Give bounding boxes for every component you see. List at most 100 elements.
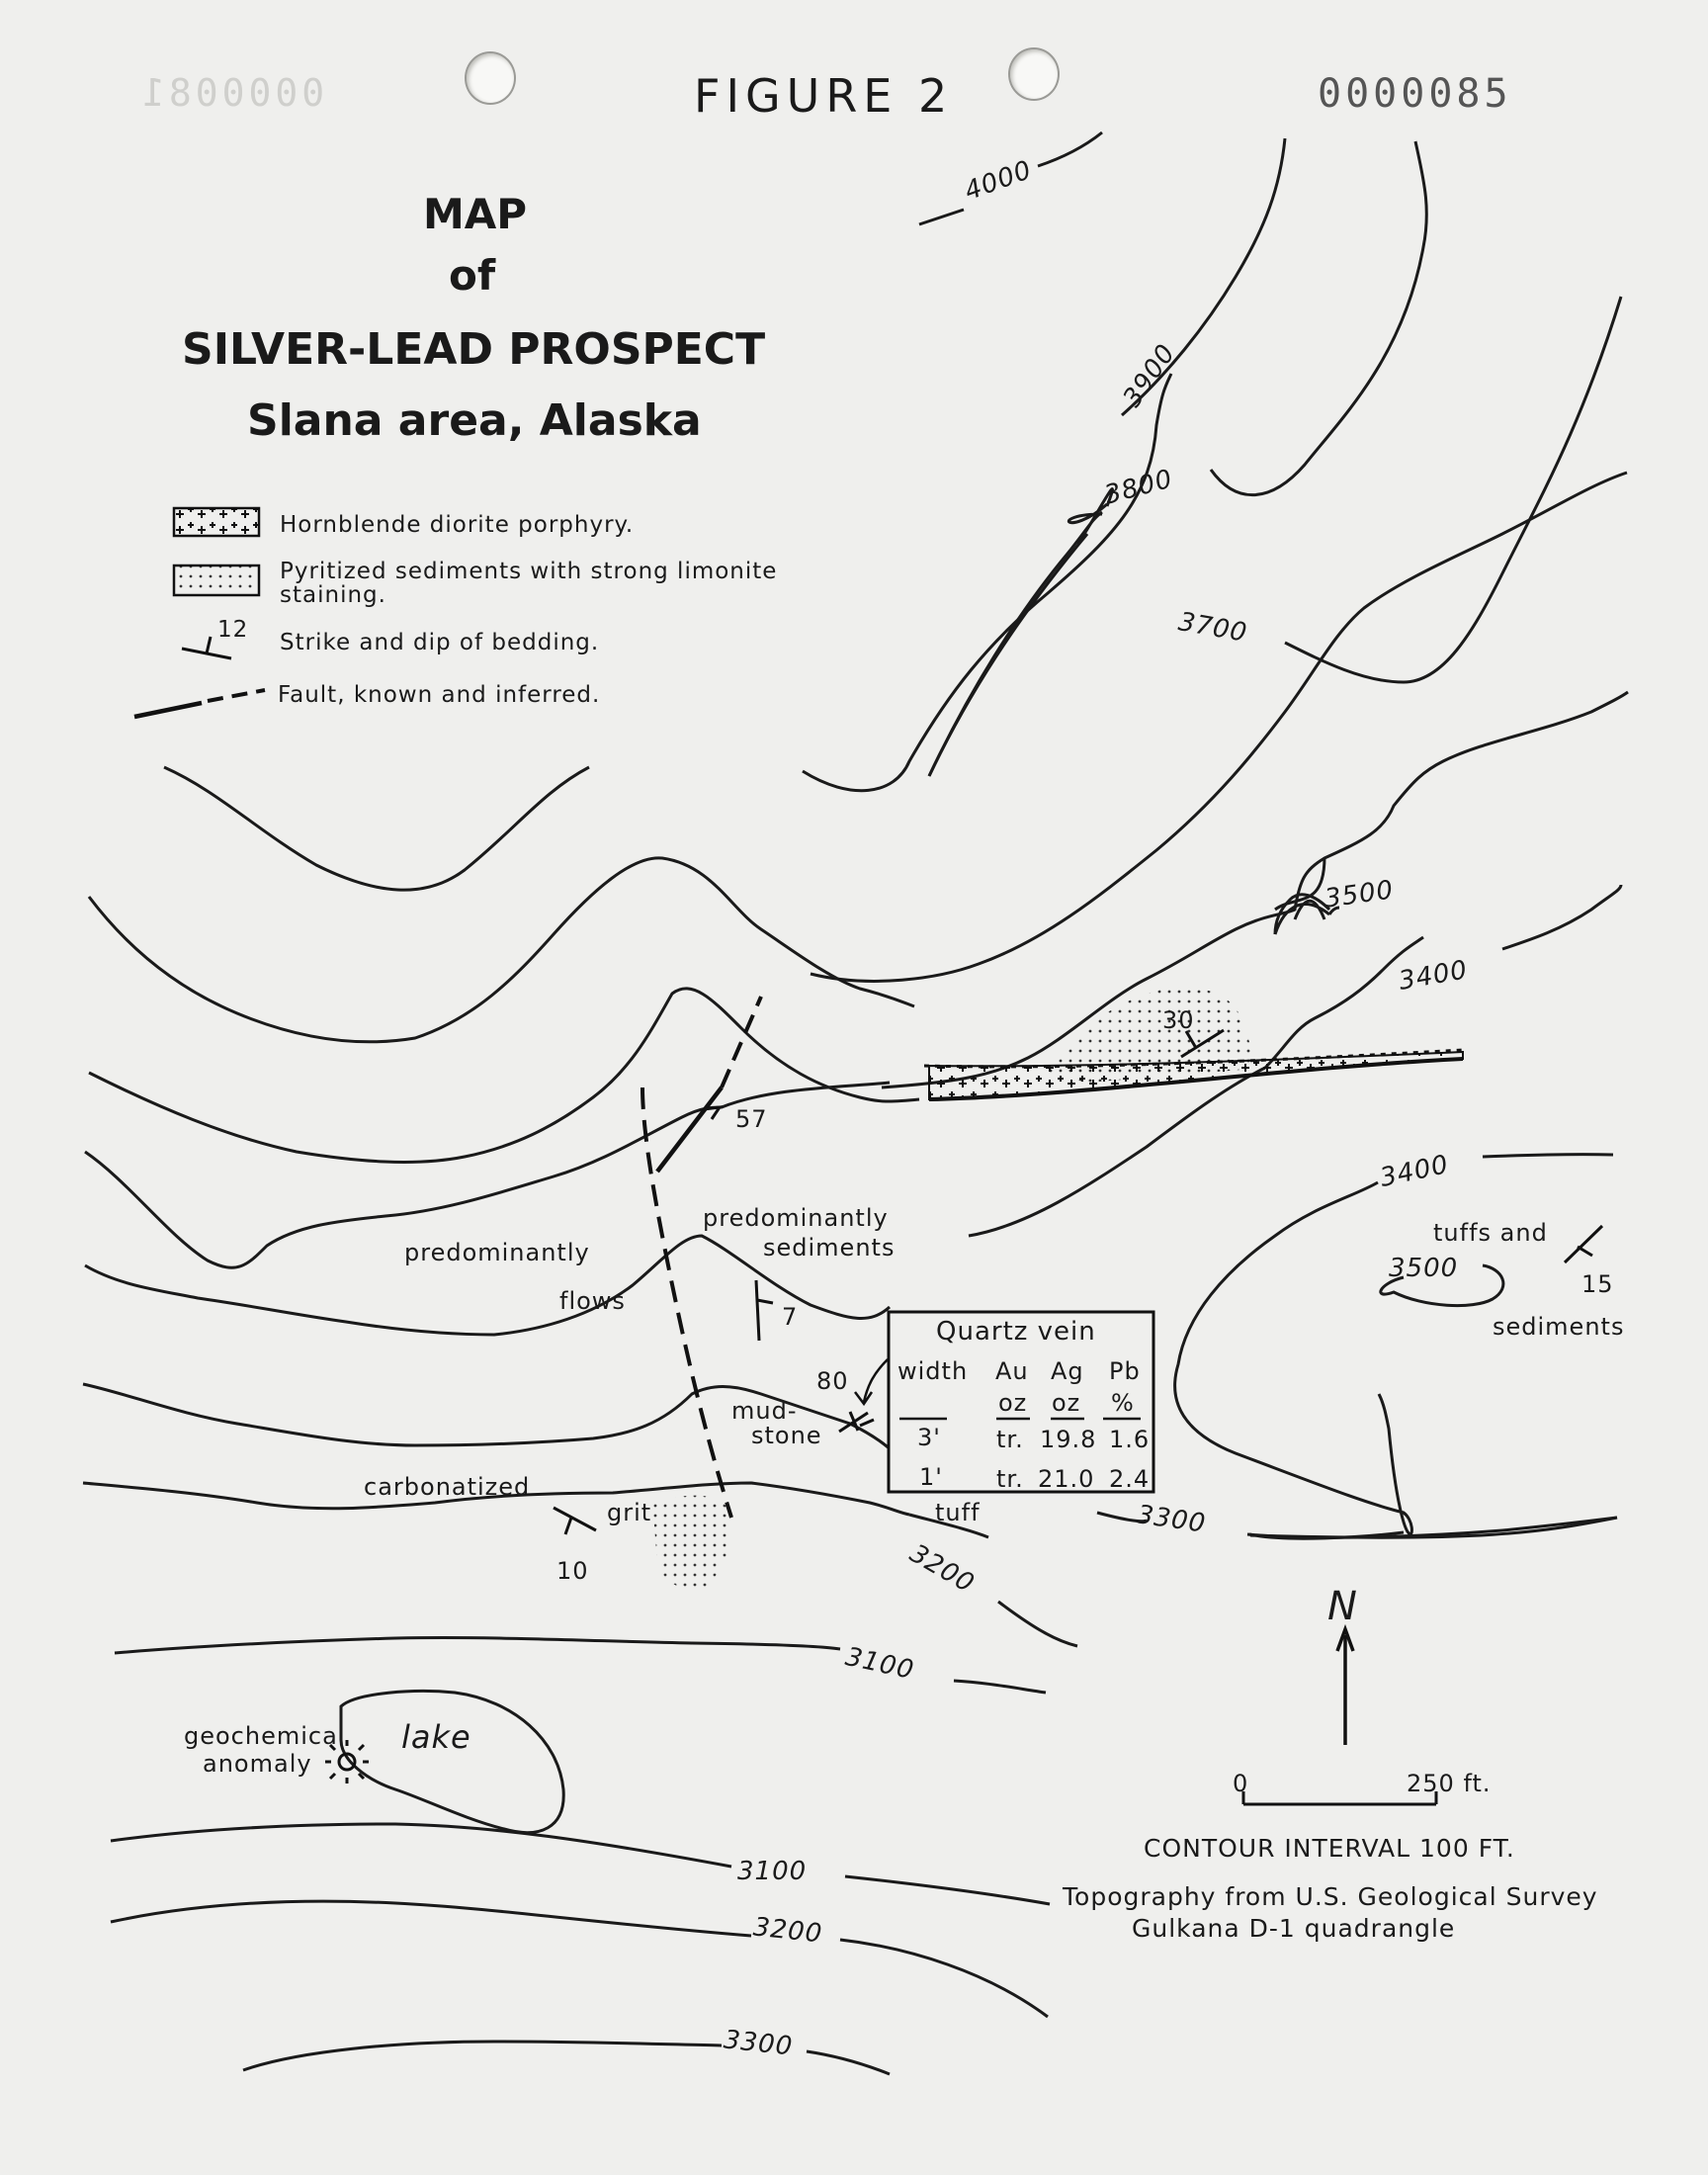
dip-label-15: 15 — [1581, 1270, 1614, 1298]
lake-label: lake — [401, 1718, 471, 1756]
contour-west-3 — [88, 987, 920, 1164]
contour-west-5 — [84, 1234, 892, 1337]
mudstone-label-1: mud- — [731, 1397, 798, 1425]
legend-diorite-label: Hornblende diorite porphyry. — [280, 512, 635, 538]
vein-row2-ag: 21.0 — [1038, 1465, 1095, 1493]
vein-row1-ag: 19.8 — [1040, 1426, 1097, 1453]
contour-lake — [339, 1690, 565, 1835]
contour-3900 — [1121, 137, 1428, 497]
contour-3100-upper — [114, 1636, 1047, 1695]
legend-fault-symbol — [133, 700, 203, 720]
contour-3300-lower — [242, 2040, 891, 2076]
fault-dip-arrow — [703, 1105, 724, 1120]
source-note-1: Topography from U.S. Geological Survey — [1063, 1882, 1598, 1911]
figure-label: FIGURE 2 — [694, 69, 954, 123]
vein-row2-width: 1' — [919, 1463, 943, 1491]
diorite-dike-edge-top — [923, 1048, 1464, 1069]
contour-3800b — [927, 510, 1103, 777]
legend-pyritized-label: Pyritized sediments with strong limonite — [280, 559, 778, 584]
punch-hole-left — [465, 51, 516, 105]
vein-table-box — [887, 1310, 1155, 1494]
diorite-dike-edge — [928, 1057, 1464, 1101]
scale-bar-start: 0 — [1233, 1770, 1249, 1797]
dip-label-7: 7 — [782, 1303, 799, 1331]
vein-row1-width: 3' — [917, 1424, 941, 1451]
legend-pyritized-label-2: staining. — [280, 582, 386, 608]
contour-west-6 — [82, 1382, 897, 1455]
geochemical-anomaly-icon — [325, 1740, 369, 1784]
contour-west-1 — [163, 765, 590, 892]
vein-row2-au: tr. — [996, 1465, 1024, 1493]
vein-row2-pb: 2.4 — [1109, 1465, 1151, 1493]
contour-3600 — [810, 471, 1628, 983]
sediments-label-2: sediments — [763, 1234, 896, 1262]
contour-3500-closed — [1379, 1263, 1505, 1308]
contour-4000 — [918, 130, 1103, 226]
geochemical-label-2: anomaly — [203, 1750, 312, 1778]
flows-label-1: predominantly — [404, 1239, 590, 1266]
fault-inferred-north — [720, 996, 763, 1088]
strike-dip-15 — [1563, 1224, 1604, 1264]
vein-row1-pb: 1.6 — [1109, 1426, 1151, 1453]
title-map: MAP — [423, 190, 528, 238]
strike-dip-10 — [553, 1506, 597, 1535]
legend-pyritized-swatch — [172, 564, 261, 597]
vein-header-pb-unit: % — [1111, 1389, 1135, 1417]
contour-3500-main — [881, 690, 1629, 1089]
sediments-label-1: predominantly — [703, 1204, 889, 1232]
legend-diorite-swatch — [172, 506, 261, 538]
dip-label-57: 57 — [735, 1105, 768, 1133]
vein-pointer-arrow — [854, 1358, 889, 1407]
north-arrow-head — [1335, 1623, 1355, 1652]
tuffs-label-2: sediments — [1493, 1313, 1625, 1341]
vein-header-ag: Ag — [1051, 1357, 1084, 1385]
vein-header-width: width — [897, 1357, 969, 1385]
tuffs-label-1: tuffs and — [1433, 1219, 1548, 1247]
legend-fault-label: Fault, known and inferred. — [278, 682, 601, 708]
contour-3400-upper — [968, 884, 1623, 1238]
strike-dip-7 — [754, 1279, 774, 1342]
contour-3200-tail — [997, 1600, 1078, 1648]
contour-label-3500-closed: 3500 — [1389, 1254, 1459, 1283]
vein-header-ag-unit: oz — [1052, 1389, 1081, 1417]
legend-strike-dip-label: Strike and dip of bedding. — [280, 630, 600, 655]
vein-header-au-unit: oz — [998, 1389, 1028, 1417]
north-arrow-label: N — [1327, 1584, 1357, 1629]
contour-interval-note: CONTOUR INTERVAL 100 FT. — [1144, 1834, 1515, 1863]
vein-header-pb: Pb — [1109, 1357, 1141, 1385]
scale-bar-end: 250 ft. — [1407, 1770, 1492, 1797]
contour-lines — [82, 130, 1629, 2076]
punch-hole-right — [1008, 47, 1060, 101]
pyritized-area-south — [652, 1495, 731, 1592]
contour-3100-lower — [110, 1822, 1051, 1906]
carbonatized-label: carbonatized — [364, 1473, 531, 1501]
contour-west-2 — [87, 856, 915, 1044]
vein-table-title: Quartz vein — [936, 1317, 1096, 1347]
contour-west-7 — [82, 1481, 910, 1517]
grit-label: grit — [607, 1499, 652, 1526]
pyritized-area-east — [1048, 988, 1265, 1083]
contour-3500-upper — [1273, 893, 1340, 935]
contour-3400-lower — [1173, 1153, 1614, 1536]
scale-bar-line — [1241, 1791, 1438, 1806]
strike-dip-30 — [1180, 1028, 1225, 1059]
legend-strike-dip-symbol — [181, 636, 232, 660]
dip-label-10: 10 — [556, 1557, 589, 1585]
document-number: 0000085 — [1318, 71, 1512, 117]
flows-label-2: flows — [559, 1287, 626, 1315]
vein-header-au: Au — [995, 1357, 1029, 1385]
tuff-label: tuff — [935, 1499, 981, 1526]
title-of: of — [449, 251, 496, 300]
legend-fault-dashes — [207, 688, 266, 703]
contour-3200-lower — [110, 1899, 1049, 2019]
contour-3700 — [802, 296, 1623, 793]
fault-inferred-main — [640, 1087, 733, 1519]
fault-known — [655, 1086, 724, 1174]
vein-row1-au: tr. — [996, 1426, 1024, 1453]
title-area: Slana area, Alaska — [247, 395, 702, 446]
source-note-2: Gulkana D-1 quadrangle — [1132, 1914, 1456, 1943]
contour-west-4 — [84, 1081, 891, 1269]
strike-dip-80 — [838, 1411, 875, 1434]
dip-label-30: 30 — [1162, 1006, 1195, 1034]
